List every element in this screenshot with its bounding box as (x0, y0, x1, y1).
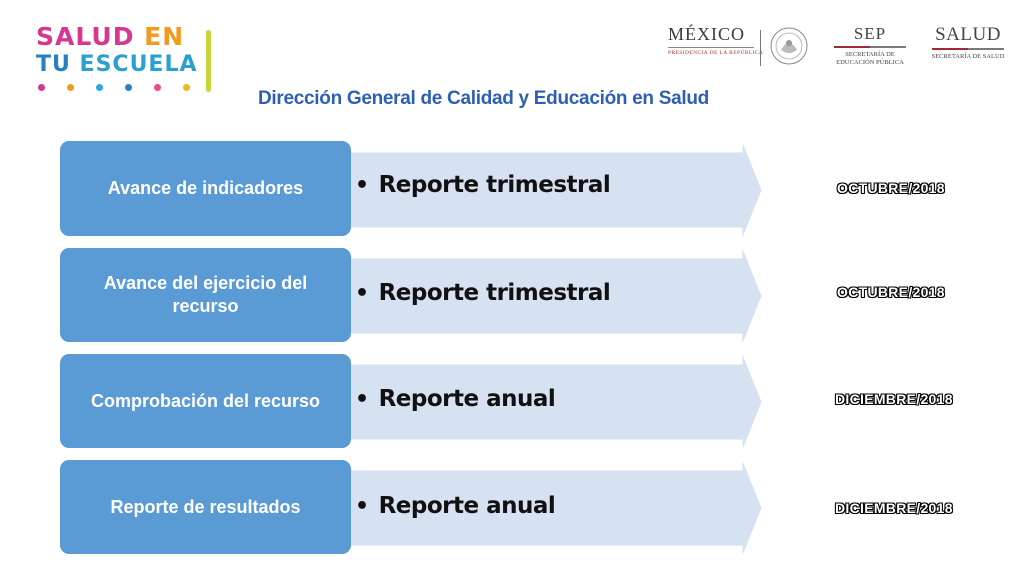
mexico-wordmark: MÉXICO (668, 24, 745, 44)
salud-subtitle: SECRETARÍA DE SALUD (931, 53, 1005, 60)
row-date: OCTUBRE/2018 (837, 180, 945, 196)
national-seal-icon (769, 26, 809, 66)
page-title: Dirección General de Calidad y Educación… (258, 88, 709, 109)
logo-dots (38, 84, 190, 91)
row-arrow-shape (342, 246, 762, 346)
logo-dot (38, 84, 45, 91)
salud-wordmark: SALUD (935, 24, 1001, 45)
row-report-label: Reporte anual (378, 493, 556, 519)
sep-wordmark: SEP (853, 24, 887, 43)
logo-dot (67, 84, 74, 91)
logo-word-salud: SALUD (36, 22, 135, 51)
mexico-presidencia-logo: MÉXICO PRESIDENCIA DE LA REPÚBLICA (668, 24, 764, 74)
logo-word-escuela: ESCUELA (79, 52, 198, 77)
row-date: OCTUBRE/2018 (837, 284, 945, 300)
row-report-label: Reporte trimestral (378, 280, 611, 306)
salud-en-tu-escuela-logo: SALUD EN TU ESCUELA (36, 22, 226, 102)
row-label-box: Avance del ejercicio del recurso (60, 248, 351, 342)
row-report-text: •Reporte anual (355, 493, 556, 519)
sep-subtitle-1: SECRETARÍA DE (845, 51, 895, 58)
logo-word-tu: TU (36, 52, 71, 77)
logo-dot (96, 84, 103, 91)
row-arrow-shape (342, 458, 762, 558)
logo-line2: TU ESCUELA (36, 52, 198, 77)
sep-logo: SEP SECRETARÍA DE EDUCACIÓN PÚBLICA (828, 24, 912, 74)
row-label-box: Reporte de resultados (60, 460, 351, 554)
divider (932, 48, 1004, 50)
row-report-text: •Reporte anual (355, 386, 556, 412)
row-label-box: Avance de indicadores (60, 141, 351, 236)
divider (668, 47, 754, 48)
row-label-box: Comprobación del recurso (60, 354, 351, 448)
divider (760, 30, 761, 66)
row-date: DICIEMBRE/2018 (835, 391, 953, 407)
mexico-subtitle: PRESIDENCIA DE LA REPÚBLICA (668, 50, 764, 56)
sep-subtitle-2: EDUCACIÓN PÚBLICA (836, 59, 904, 66)
logo-dot (183, 84, 190, 91)
row-arrow-shape (342, 352, 762, 452)
row-report-text: •Reporte trimestral (355, 280, 611, 306)
logo-accent-bar (206, 30, 211, 92)
logo-line1: SALUD EN (36, 22, 184, 51)
divider (834, 46, 906, 48)
row-report-label: Reporte anual (378, 386, 556, 412)
row-arrow-shape (342, 140, 762, 240)
row-report-label: Reporte trimestral (378, 172, 611, 198)
row-report-text: •Reporte trimestral (355, 172, 611, 198)
salud-logo: SALUD SECRETARÍA DE SALUD (928, 24, 1008, 74)
logo-dot (125, 84, 132, 91)
logo-word-en: EN (144, 22, 185, 51)
logo-dot (154, 84, 161, 91)
row-date: DICIEMBRE/2018 (835, 500, 953, 516)
